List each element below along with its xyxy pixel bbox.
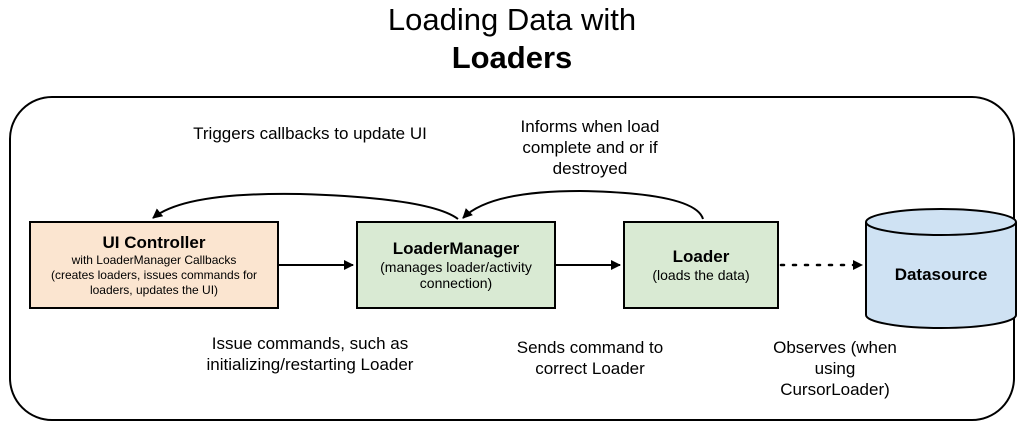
datasource-cylinder — [865, 208, 1017, 329]
sends-command-label: Sends command to correct Loader — [516, 338, 664, 378]
ui-controller-box: UI Controller with LoaderManager Callbac… — [29, 221, 279, 309]
loader-manager-box: LoaderManager (manages loader/activity c… — [356, 221, 556, 309]
loader-manager-title: LoaderManager — [392, 239, 520, 258]
ui-controller-details: (creates loaders, issues commands for lo… — [50, 267, 258, 297]
loader-manager-details: (manages loader/activity connection) — [380, 259, 532, 291]
issue-commands-label: Issue commands, such as initializing/res… — [206, 334, 414, 374]
triggers-arrow — [152, 192, 459, 220]
informs-when-load-label: Informs when load complete and or if des… — [520, 117, 660, 178]
loader-details: (loads the data) — [652, 267, 750, 283]
diagram-title-line1: Loading Data with — [387, 2, 637, 37]
loader-title: Loader — [672, 247, 730, 266]
datasource-label: Datasource — [894, 265, 988, 284]
informs-arrow — [462, 189, 704, 220]
ui-controller-title: UI Controller — [102, 232, 206, 252]
observes-label: Observes (when using CursorLoader) — [773, 338, 897, 399]
loader-box: Loader (loads the data) — [623, 221, 779, 309]
diagram-title-line2: Loaders — [451, 40, 573, 75]
ui-controller-subtitle: with LoaderManager Callbacks — [71, 252, 237, 267]
triggers-callbacks-label: Triggers callbacks to update UI — [193, 124, 427, 143]
